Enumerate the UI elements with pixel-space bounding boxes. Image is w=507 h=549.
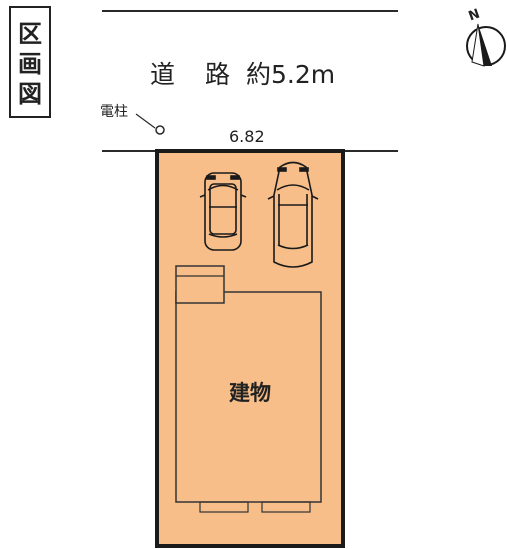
title-char-1: 区 <box>18 19 42 48</box>
pole-leader-line <box>135 113 156 129</box>
title-box: 区 画 図 <box>9 6 51 118</box>
building-label: 建物 <box>229 381 271 405</box>
entrance-porch <box>175 265 225 304</box>
north-compass-icon <box>466 23 506 67</box>
car-sedan-icon <box>267 161 319 268</box>
car-compact-icon <box>199 172 247 251</box>
outdoor-unit-right <box>261 501 311 513</box>
road-label-char-1: 道 <box>150 60 176 89</box>
outdoor-unit-left <box>199 501 249 513</box>
frontage-dimension: 6.82 <box>229 127 265 146</box>
title-char-3: 図 <box>18 79 42 108</box>
title-char-2: 画 <box>18 49 42 78</box>
utility-pole-marker <box>155 125 165 135</box>
lot-boundary <box>155 149 345 548</box>
utility-pole-label: 電柱 <box>100 104 128 120</box>
road-label-char-2: 路 <box>205 60 231 89</box>
road-width-label: 約5.2m <box>246 60 336 89</box>
